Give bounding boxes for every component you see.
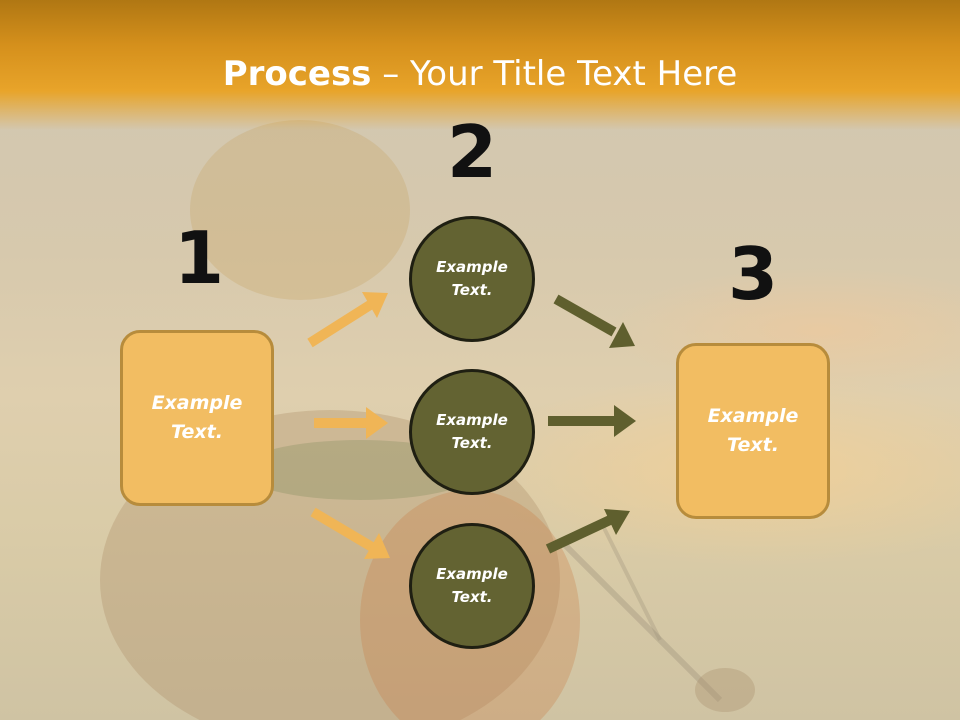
title-bold-part: Process bbox=[222, 54, 372, 94]
arrow-up-right-icon bbox=[545, 509, 630, 554]
step-1-text: Example Text. bbox=[151, 392, 243, 443]
arrow-up-right-icon bbox=[307, 292, 388, 348]
step-2-circle-top: Example Text. bbox=[409, 216, 535, 342]
arrow-down-right-icon bbox=[310, 507, 390, 559]
step-2-circle-bottom: Example Text. bbox=[409, 523, 535, 649]
circle-top-text: Example Text. bbox=[436, 258, 508, 299]
circle-bottom-text: Example Text. bbox=[436, 565, 508, 606]
arrow-right-icon bbox=[548, 405, 636, 437]
step-2-circle-middle: Example Text. bbox=[409, 369, 535, 495]
slide-title: Process – Your Title Text Here bbox=[0, 52, 960, 96]
title-rest: – Your Title Text Here bbox=[371, 54, 738, 94]
arrow-down-right-icon bbox=[553, 294, 635, 348]
step-number-2: 2 bbox=[446, 110, 498, 194]
step-number-3: 3 bbox=[727, 232, 779, 316]
step-number-1: 1 bbox=[173, 216, 225, 300]
step-3-text: Example Text. bbox=[707, 405, 799, 456]
step-1-box: Example Text. bbox=[120, 330, 274, 506]
step-3-box: Example Text. bbox=[676, 343, 830, 519]
header-band bbox=[0, 0, 960, 130]
arrow-right-icon bbox=[314, 407, 388, 439]
circle-middle-text: Example Text. bbox=[436, 411, 508, 452]
